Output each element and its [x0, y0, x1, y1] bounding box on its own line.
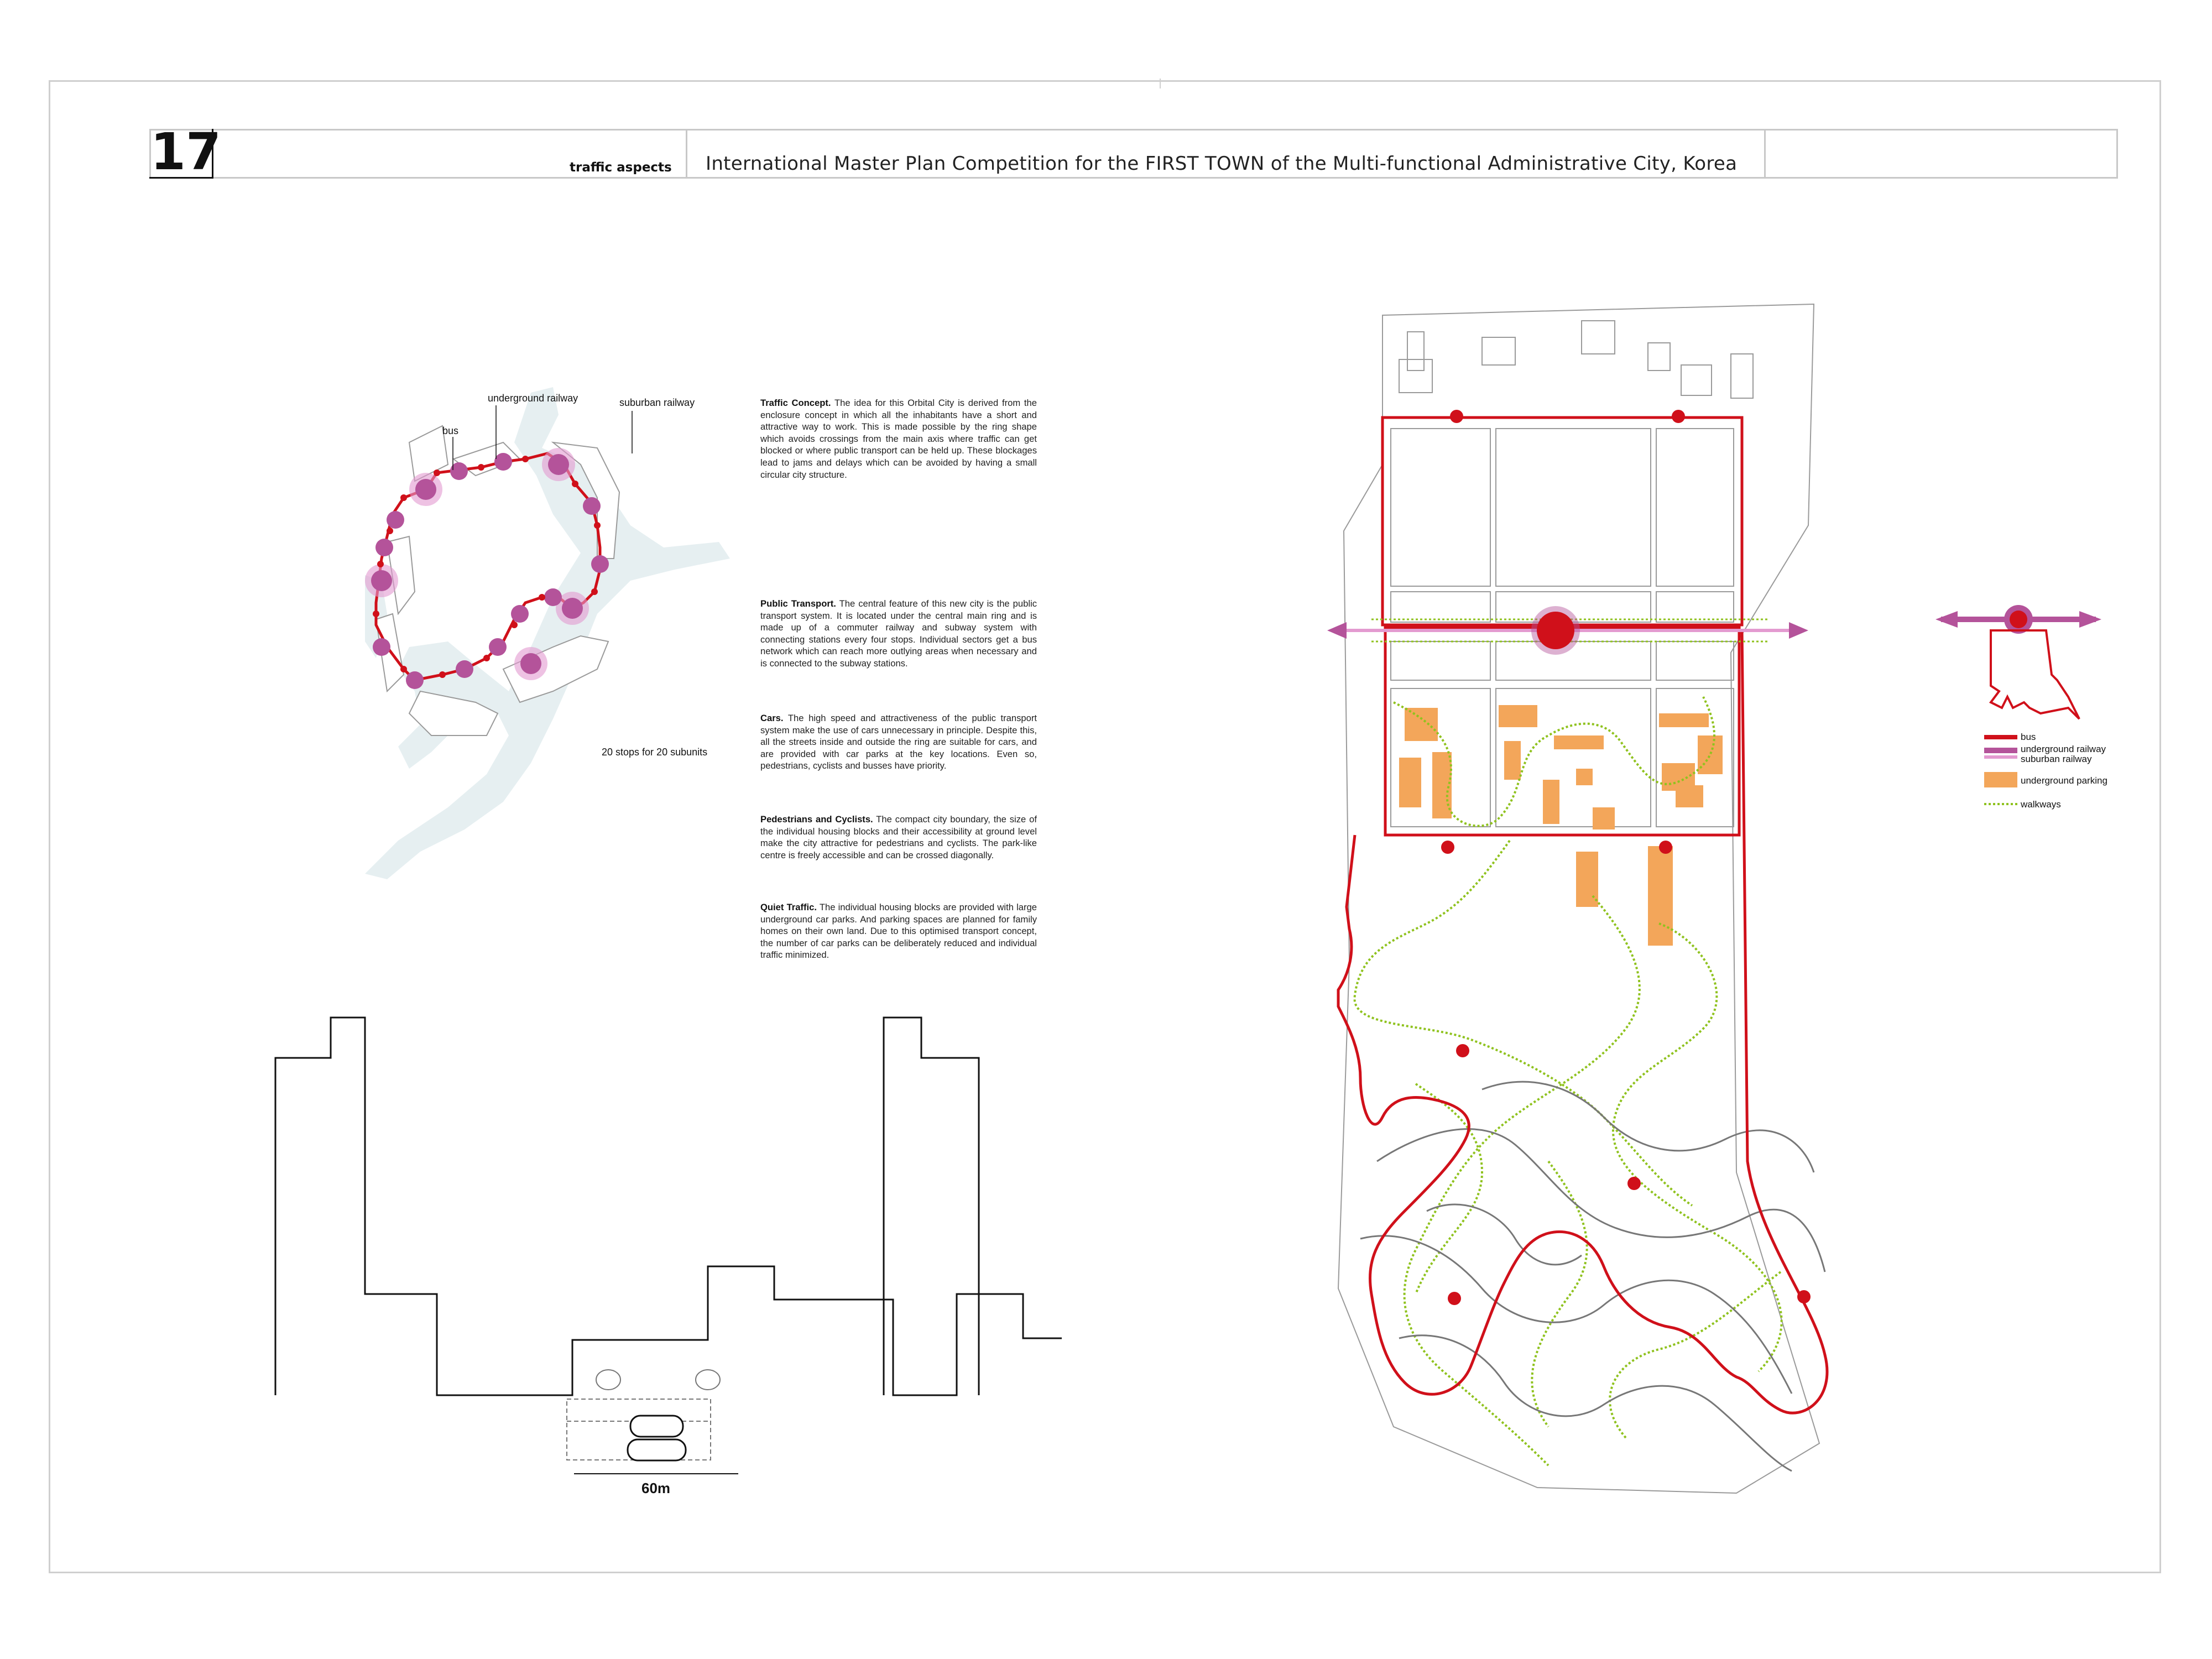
- building-outline: [883, 1016, 980, 1395]
- legend-label-parking: underground parking: [2021, 775, 2107, 786]
- legend-swatch-suburban-railway: [1984, 755, 2017, 759]
- legend-panel: bus underground railway suburban railway…: [1936, 605, 2107, 810]
- parking-areas: [1399, 705, 1723, 946]
- district-outlines: [375, 425, 620, 736]
- callout-leaders: [452, 405, 633, 470]
- trees: [596, 1369, 721, 1390]
- para-pedestrians: Pedestrians and Cyclists. The compact ci…: [760, 814, 1037, 860]
- bus-stops: [373, 456, 601, 678]
- section-subtitle: traffic aspects: [570, 160, 672, 175]
- fold-mark: [1160, 79, 1161, 88]
- dimension-label: 60m: [641, 1480, 670, 1496]
- bus-stations: [1441, 410, 1811, 1305]
- page-number-box: 17: [149, 124, 221, 180]
- label-suburban-railway: suburban railway: [619, 397, 695, 408]
- legend-label-walkways: walkways: [2020, 799, 2061, 810]
- legend-label-suburban-railway: suburban railway: [2021, 754, 2092, 764]
- lower-blocks: [1390, 641, 1734, 827]
- ring-diagram: bus underground railway suburban railway…: [365, 387, 730, 879]
- page-number: 17: [150, 122, 222, 181]
- legend-swatch-parking: [1984, 772, 2017, 787]
- label-stops: 20 stops for 20 subunits: [602, 747, 707, 758]
- header-divider: [686, 129, 687, 179]
- page-title: International Master Plan Competition fo…: [706, 153, 1738, 175]
- label-underground-railway: underground railway: [488, 393, 578, 404]
- legend-label-bus: bus: [2021, 732, 2036, 742]
- para-public-transport: Public Transport. The central feature of…: [760, 598, 1037, 669]
- para-traffic-concept: Traffic Concept. The idea for this Orbit…: [760, 398, 1037, 480]
- sheet-frame: [49, 80, 2161, 1573]
- north-blocks: [1399, 320, 1754, 399]
- legend-swatch-bus: [1984, 735, 2017, 739]
- para-cars: Cars. The high speed and attractiveness …: [760, 713, 1037, 771]
- central-station: [1531, 606, 1580, 655]
- legend: bus underground railway suburban railway…: [1984, 732, 2107, 810]
- para-quiet-traffic: Quiet Traffic. The individual housing bl…: [760, 902, 1037, 961]
- building-outline: [274, 1016, 1062, 1396]
- bus-route: [1337, 630, 1829, 1415]
- header-divider: [1764, 129, 1766, 179]
- train-cars: [627, 1415, 687, 1462]
- legend-label-underground-railway: underground railway: [2021, 744, 2106, 754]
- label-bus: bus: [442, 425, 458, 436]
- site-plan: [1327, 303, 1829, 1494]
- legend-swatch-underground-railway: [1984, 748, 2017, 753]
- street-section: 60m: [274, 1016, 1062, 1496]
- header-bar: [149, 129, 2118, 179]
- upper-blocks: [1390, 428, 1734, 623]
- railway-stops: [365, 448, 609, 689]
- mini-plan: [1936, 605, 2101, 720]
